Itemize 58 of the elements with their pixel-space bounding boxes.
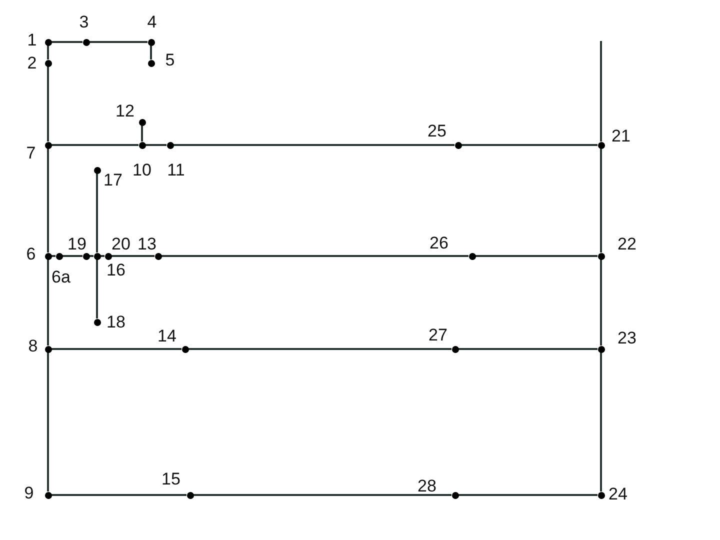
point-number: 11 [167, 162, 185, 178]
point-number: 20 [112, 236, 130, 252]
connecting-line [47, 148, 49, 252]
connecting-line [146, 144, 166, 146]
connecting-line [96, 260, 98, 318]
point-number: 25 [428, 122, 446, 140]
connecting-line [52, 494, 186, 496]
point-number: 16 [106, 262, 126, 278]
point-number: 26 [430, 234, 448, 252]
point-number: 24 [608, 486, 628, 502]
point-number: 15 [162, 470, 180, 488]
connecting-line [162, 255, 468, 257]
connecting-line [47, 46, 49, 60]
point-number: 14 [158, 328, 176, 344]
connecting-line [458, 348, 598, 350]
connecting-line [96, 174, 98, 252]
connecting-line [47, 352, 49, 492]
point-number: 8 [28, 338, 38, 354]
point-number: 27 [428, 326, 448, 344]
point-number: 1 [27, 32, 37, 48]
point-number: 13 [138, 236, 156, 252]
connecting-line [174, 144, 454, 146]
point-number: 4 [147, 14, 157, 30]
connecting-line [600, 148, 602, 252]
connecting-line [62, 255, 82, 257]
point-number: 22 [618, 236, 636, 252]
point-number: 28 [418, 478, 436, 494]
point-number: 2 [27, 54, 37, 72]
connecting-line [47, 66, 49, 142]
connecting-line [90, 41, 148, 43]
point-number: 6a [52, 268, 70, 286]
point-number: 12 [116, 102, 134, 120]
point-number: 21 [612, 128, 630, 144]
point-number: 19 [68, 236, 86, 252]
point-number: 17 [104, 172, 122, 188]
connecting-line [476, 255, 598, 257]
connecting-line [112, 255, 154, 257]
connecting-line [600, 352, 602, 492]
point-number: 18 [106, 314, 126, 330]
connecting-line [141, 126, 143, 142]
connecting-line [150, 46, 152, 60]
connecting-line [194, 494, 452, 496]
connecting-line [52, 144, 138, 146]
connecting-line [52, 41, 82, 43]
point-number: 10 [132, 162, 152, 178]
point-number: 7 [26, 144, 36, 162]
connecting-line [52, 348, 182, 350]
connecting-line [188, 348, 452, 350]
connecting-line [600, 41, 602, 142]
point-number: 6 [26, 246, 36, 262]
point-number: 9 [24, 484, 34, 502]
connecting-line [600, 260, 602, 346]
connecting-line [458, 494, 598, 496]
connecting-line [47, 260, 49, 346]
connecting-line [462, 144, 598, 146]
point-number: 3 [79, 14, 89, 30]
point-number: 23 [618, 330, 636, 346]
point-number: 5 [165, 52, 175, 68]
